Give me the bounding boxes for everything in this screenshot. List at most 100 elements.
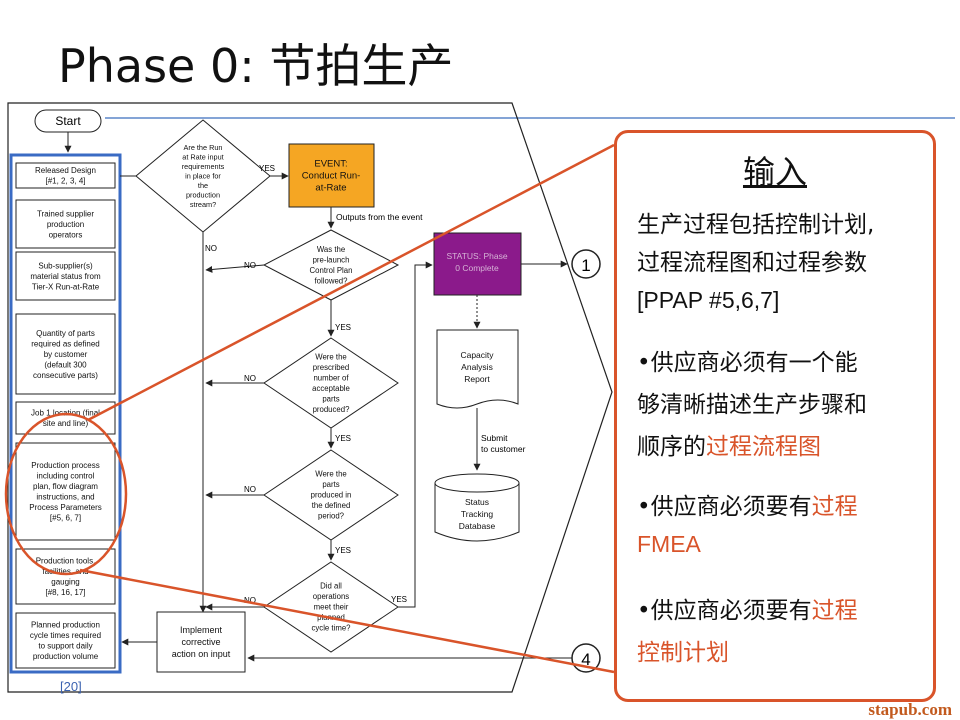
reference-number: [20] bbox=[60, 679, 82, 694]
no-label-3: NO bbox=[244, 485, 256, 494]
submit-label-line-2: to customer bbox=[481, 444, 526, 454]
decision-2-text-line-6: produced? bbox=[313, 405, 351, 414]
input-text-7-line-4: [#8, 16, 17] bbox=[45, 588, 85, 597]
highlight-control-plan: 控制计划 bbox=[637, 640, 729, 666]
watermark: stapub.com bbox=[868, 700, 952, 719]
no-label-2: NO bbox=[244, 374, 256, 383]
input-text-8-line-4: production volume bbox=[33, 652, 99, 661]
decision-2-text-line-5: parts bbox=[322, 394, 339, 403]
input-text-8-line-3: to support daily bbox=[38, 642, 92, 651]
input-box-4 bbox=[15, 313, 116, 395]
connector-label-1: 1 bbox=[581, 256, 590, 275]
input-text-3-line-3: Tier-X Run-at-Rate bbox=[32, 282, 100, 291]
input-text-2-line-1: Trained supplier bbox=[37, 209, 94, 218]
decision-4-text-line-5: cycle time? bbox=[312, 624, 352, 633]
yes-label-4: YES bbox=[391, 595, 407, 604]
callout-line-top bbox=[87, 143, 615, 422]
report-text-line-1: Capacity bbox=[460, 350, 494, 360]
no-label-top: NO bbox=[205, 244, 217, 253]
report-text-line-2: Analysis bbox=[461, 362, 493, 372]
input-text-4-line-4: (default 300 bbox=[44, 360, 87, 369]
decision-top-text-line-1: Are the Run bbox=[184, 143, 223, 152]
input-text-5-line-2: site and line) bbox=[43, 419, 89, 428]
connector-label-4: 4 bbox=[581, 650, 590, 669]
event-text-line-2: Conduct Run- bbox=[302, 170, 361, 181]
decision-2-text-line-2: prescribed bbox=[313, 363, 349, 372]
input-text-2-line-2: production bbox=[47, 220, 84, 229]
decision-1-text-line-4: followed? bbox=[315, 276, 349, 285]
phase-boundary bbox=[7, 102, 613, 693]
yes-label-3: YES bbox=[335, 546, 351, 555]
decision-3-text-line-4: the defined bbox=[312, 501, 351, 510]
input-text-4-line-1: Quantity of parts bbox=[36, 329, 95, 338]
panel-heading: 输入 bbox=[742, 153, 807, 191]
decision-top-text-line-3: requirements bbox=[182, 162, 225, 171]
highlight-flow-diagram: 过程流程图 bbox=[706, 434, 821, 460]
input-text-4-line-3: by customer bbox=[44, 350, 88, 359]
highlight-fmea: FMEA bbox=[637, 531, 701, 557]
decision-top-text-line-5: the bbox=[198, 181, 208, 190]
input-text-1-line-2: [#1, 2, 3, 4] bbox=[45, 177, 85, 186]
decision-1-text-line-1: Was the bbox=[317, 245, 345, 254]
highlight-ellipse bbox=[4, 412, 128, 576]
input-box-7 bbox=[15, 548, 116, 605]
report-document bbox=[436, 329, 519, 409]
decision-2-text-line-3: number of bbox=[313, 373, 349, 382]
input-text-3-line-2: material status from bbox=[30, 272, 101, 281]
decision-4-text-line-3: meet their bbox=[314, 603, 349, 612]
status-text-line-2: 0 Complete bbox=[455, 263, 499, 273]
input-text-6-line-6: [#5, 6, 7] bbox=[50, 514, 81, 523]
yes-label-1: YES bbox=[335, 323, 351, 332]
input-text-6-line-5: Process Parameters bbox=[29, 503, 101, 512]
decision-3-text-line-2: parts bbox=[322, 480, 339, 489]
connector-circle-1 bbox=[571, 249, 601, 279]
corrective-box bbox=[156, 611, 246, 673]
start-label: Start bbox=[55, 114, 81, 128]
bullet-1-line-1: •供应商必须有一个能 bbox=[637, 350, 858, 376]
submit-label-line-1: Submit bbox=[481, 433, 508, 443]
input-text-4-line-2: required as defined bbox=[31, 339, 100, 348]
yes-label-top: YES bbox=[259, 164, 275, 173]
panel-line-1: 生产过程包括控制计划, bbox=[637, 212, 875, 238]
input-box-1 bbox=[15, 162, 116, 189]
input-text-7-line-3: gauging bbox=[51, 578, 79, 587]
bullet-3-line-1: •供应商必须要有过程 bbox=[637, 598, 858, 624]
decision-3-text-line-5: period? bbox=[318, 512, 345, 521]
status-box bbox=[433, 232, 522, 296]
database-text-line-3: Database bbox=[459, 521, 496, 531]
input-box-6 bbox=[15, 442, 116, 541]
no-label-1: NO bbox=[244, 261, 256, 270]
decision-4-text-line-2: operations bbox=[313, 592, 350, 601]
input-text-4-line-5: consecutive parts) bbox=[33, 371, 98, 380]
decision-3-text-line-1: Were the bbox=[315, 470, 347, 479]
input-text-6-line-1: Production process bbox=[31, 461, 99, 470]
status-database bbox=[434, 483, 520, 542]
decision-top-text-line-2: at Rate input bbox=[182, 153, 223, 162]
input-box-2 bbox=[15, 199, 116, 249]
decision-4-text-line-1: Did all bbox=[320, 582, 342, 591]
corrective-text-line-1: Implement bbox=[180, 625, 223, 635]
input-box-8 bbox=[15, 612, 116, 669]
input-box-3 bbox=[15, 251, 116, 301]
bullet-1-line-2: 够清晰描述生产步骤和 bbox=[637, 392, 867, 418]
corrective-text-line-3: action on input bbox=[172, 649, 231, 659]
decision-cycle-time bbox=[263, 561, 399, 653]
input-text-1-line-1: Released Design bbox=[35, 166, 96, 175]
database-text-line-1: Status bbox=[465, 497, 489, 507]
event-box bbox=[288, 143, 375, 208]
decision-1-text-line-3: Control Plan bbox=[310, 266, 353, 275]
decision-3-text-line-3: produced in bbox=[311, 491, 352, 500]
no-label-4: NO bbox=[244, 596, 256, 605]
decision-top-text-line-6: production bbox=[186, 191, 220, 200]
yes-label-2: YES bbox=[335, 434, 351, 443]
bullet-1-line-3: 顺序的过程流程图 bbox=[637, 434, 821, 460]
page-title: Phase 0: 节拍生产 bbox=[58, 39, 454, 93]
event-text-line-3: at-Rate bbox=[315, 182, 346, 193]
input-text-2-line-3: operators bbox=[49, 230, 83, 239]
input-text-8-line-1: Planned production bbox=[31, 621, 100, 630]
input-text-6-line-4: instructions, and bbox=[36, 493, 94, 502]
input-text-3-line-1: Sub-supplier(s) bbox=[38, 261, 93, 270]
input-text-6-line-2: including control bbox=[37, 472, 95, 481]
decision-top-text-line-4: in place for bbox=[185, 172, 221, 181]
